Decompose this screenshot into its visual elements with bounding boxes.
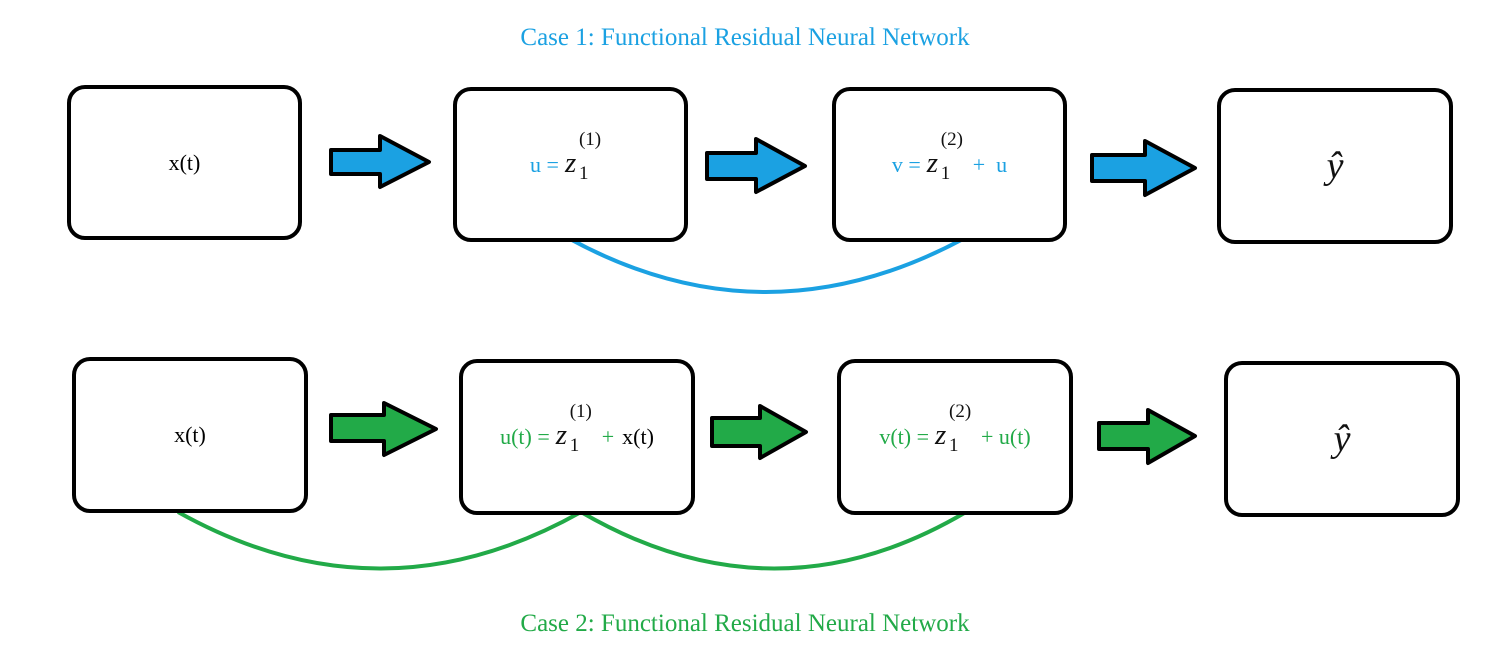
case1-arrow-1	[329, 134, 431, 189]
case1-arrow-3	[1090, 139, 1197, 197]
case2-input-box: x(t)	[72, 357, 308, 513]
z-base: z	[935, 419, 947, 451]
z-superscript: (1)	[569, 401, 592, 422]
case1-z1-term: z (1) 1	[564, 129, 607, 185]
case2-input-label: x(t)	[174, 422, 206, 447]
z-subscript: 1	[569, 435, 580, 456]
case1-title: Case 1: Functional Residual Neural Netwo…	[520, 24, 970, 51]
case1-output-label: ŷ	[1326, 145, 1344, 187]
case1-u-lhs: u =	[530, 151, 559, 177]
case2-output-box: ŷ	[1224, 361, 1460, 517]
case2-u-plus: +	[601, 424, 615, 449]
case2-v-lhs: v(t) =	[879, 424, 929, 449]
case2-skip-connection-u	[579, 510, 968, 571]
case1-v-rhs: + u	[972, 151, 1008, 177]
case2-v-rhs: + u(t)	[981, 424, 1031, 449]
case1-input-box: x(t)	[67, 85, 302, 240]
z-subscript: 1	[940, 162, 951, 184]
z-superscript: (1)	[578, 128, 602, 150]
case2-arrow-1	[329, 401, 438, 457]
case2-u-lhs: u(t) =	[500, 424, 550, 449]
case2-u-x-term: x(t)	[622, 424, 654, 449]
case2-z2-term: z (2) 1	[935, 401, 977, 457]
case2-arrow-2	[710, 404, 808, 460]
case1-arrow-2	[705, 137, 807, 194]
case2-output-label: ŷ	[1333, 418, 1351, 460]
case2-v-box: v(t) = z (2) 1 + u(t)	[837, 359, 1073, 515]
z-base: z	[555, 419, 568, 451]
z-superscript: (2)	[940, 128, 963, 150]
case1-skip-connection	[569, 237, 964, 294]
case1-z2-term: z (2) 1	[926, 129, 969, 185]
case1-u-box: u = z (1) 1	[453, 87, 688, 242]
case2-skip-connection-input	[177, 510, 582, 571]
z-subscript: 1	[578, 162, 589, 184]
case2-z1-term: z (1) 1	[555, 401, 598, 457]
case1-v-lhs: v =	[891, 151, 921, 177]
case2-title: Case 2: Functional Residual Neural Netwo…	[520, 610, 970, 637]
z-base: z	[564, 146, 577, 179]
case2-arrow-3	[1097, 408, 1197, 465]
case1-v-box: v = z (2) 1 + u	[832, 87, 1067, 242]
case1-output-box: ŷ	[1217, 88, 1453, 244]
z-superscript: (2)	[949, 401, 972, 422]
case1-input-label: x(t)	[168, 149, 201, 175]
z-base: z	[926, 146, 939, 179]
case2-u-box: u(t) = z (1) 1 + x(t)	[459, 359, 695, 515]
z-subscript: 1	[949, 435, 959, 456]
